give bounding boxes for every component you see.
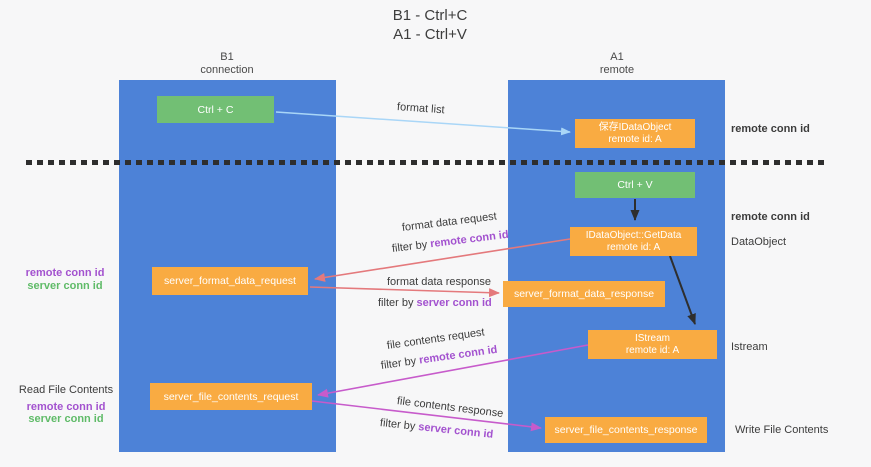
server-format-data-response-box: server_format_data_response — [503, 281, 665, 307]
save-idataobject-box: 保存IDataObject remote id: A — [575, 119, 695, 148]
server-file-contents-request-box: server_file_contents_request — [150, 383, 312, 410]
remote-conn-id-label-right-top: remote conn id — [731, 123, 810, 135]
idataobject-getdata-box: IDataObject::GetData remote id: A — [570, 227, 697, 256]
istream-side-label: Istream — [731, 341, 768, 353]
server-conn-id-label-left-2: server conn id — [28, 413, 104, 425]
dashed-separator-line — [26, 160, 826, 165]
istream-box: IStream remote id: A — [588, 330, 717, 359]
title-line-b1: B1 - Ctrl+C — [392, 7, 468, 24]
filter-by-server-conn-id-label-1: filter by server conn id — [378, 297, 492, 309]
title-line-a1: A1 - Ctrl+V — [393, 26, 467, 43]
file-contents-response-label: file contents response — [396, 395, 504, 420]
left-labels-bottom: Read File Contents remote conn id server… — [10, 384, 122, 426]
read-file-contents-label: Read File Contents — [18, 384, 114, 396]
remote-conn-id-label-right-mid: remote conn id — [731, 211, 810, 223]
server-conn-id-label-left: server conn id — [27, 279, 103, 292]
diagram-title: B1 - Ctrl+C A1 - Ctrl+V — [330, 6, 530, 44]
server-file-contents-response-box: server_file_contents_response — [545, 417, 707, 443]
format-data-response-label: format data response — [387, 276, 491, 288]
dataobject-label: DataObject — [731, 236, 787, 248]
remote-conn-id-label-left-2: remote conn id — [26, 400, 106, 413]
lane-header-b1: B1 connection — [200, 51, 254, 76]
server-format-data-request-box: server_format_data_request — [152, 267, 308, 295]
ctrl-c-box: Ctrl + C — [157, 96, 274, 123]
format-list-label: format list — [396, 101, 445, 117]
ctrl-v-box: Ctrl + V — [575, 172, 695, 198]
format-data-request-label: format data request — [401, 210, 498, 234]
lane-header-a1: A1 remote — [599, 51, 635, 76]
remote-conn-id-label-left: remote conn id — [25, 267, 105, 279]
filter-by-server-conn-id-label-2: filter by server conn id — [379, 417, 494, 441]
left-conn-id-labels-top: remote conn id server conn id — [15, 267, 115, 292]
write-file-contents-label: Write File Contents — [735, 424, 829, 436]
